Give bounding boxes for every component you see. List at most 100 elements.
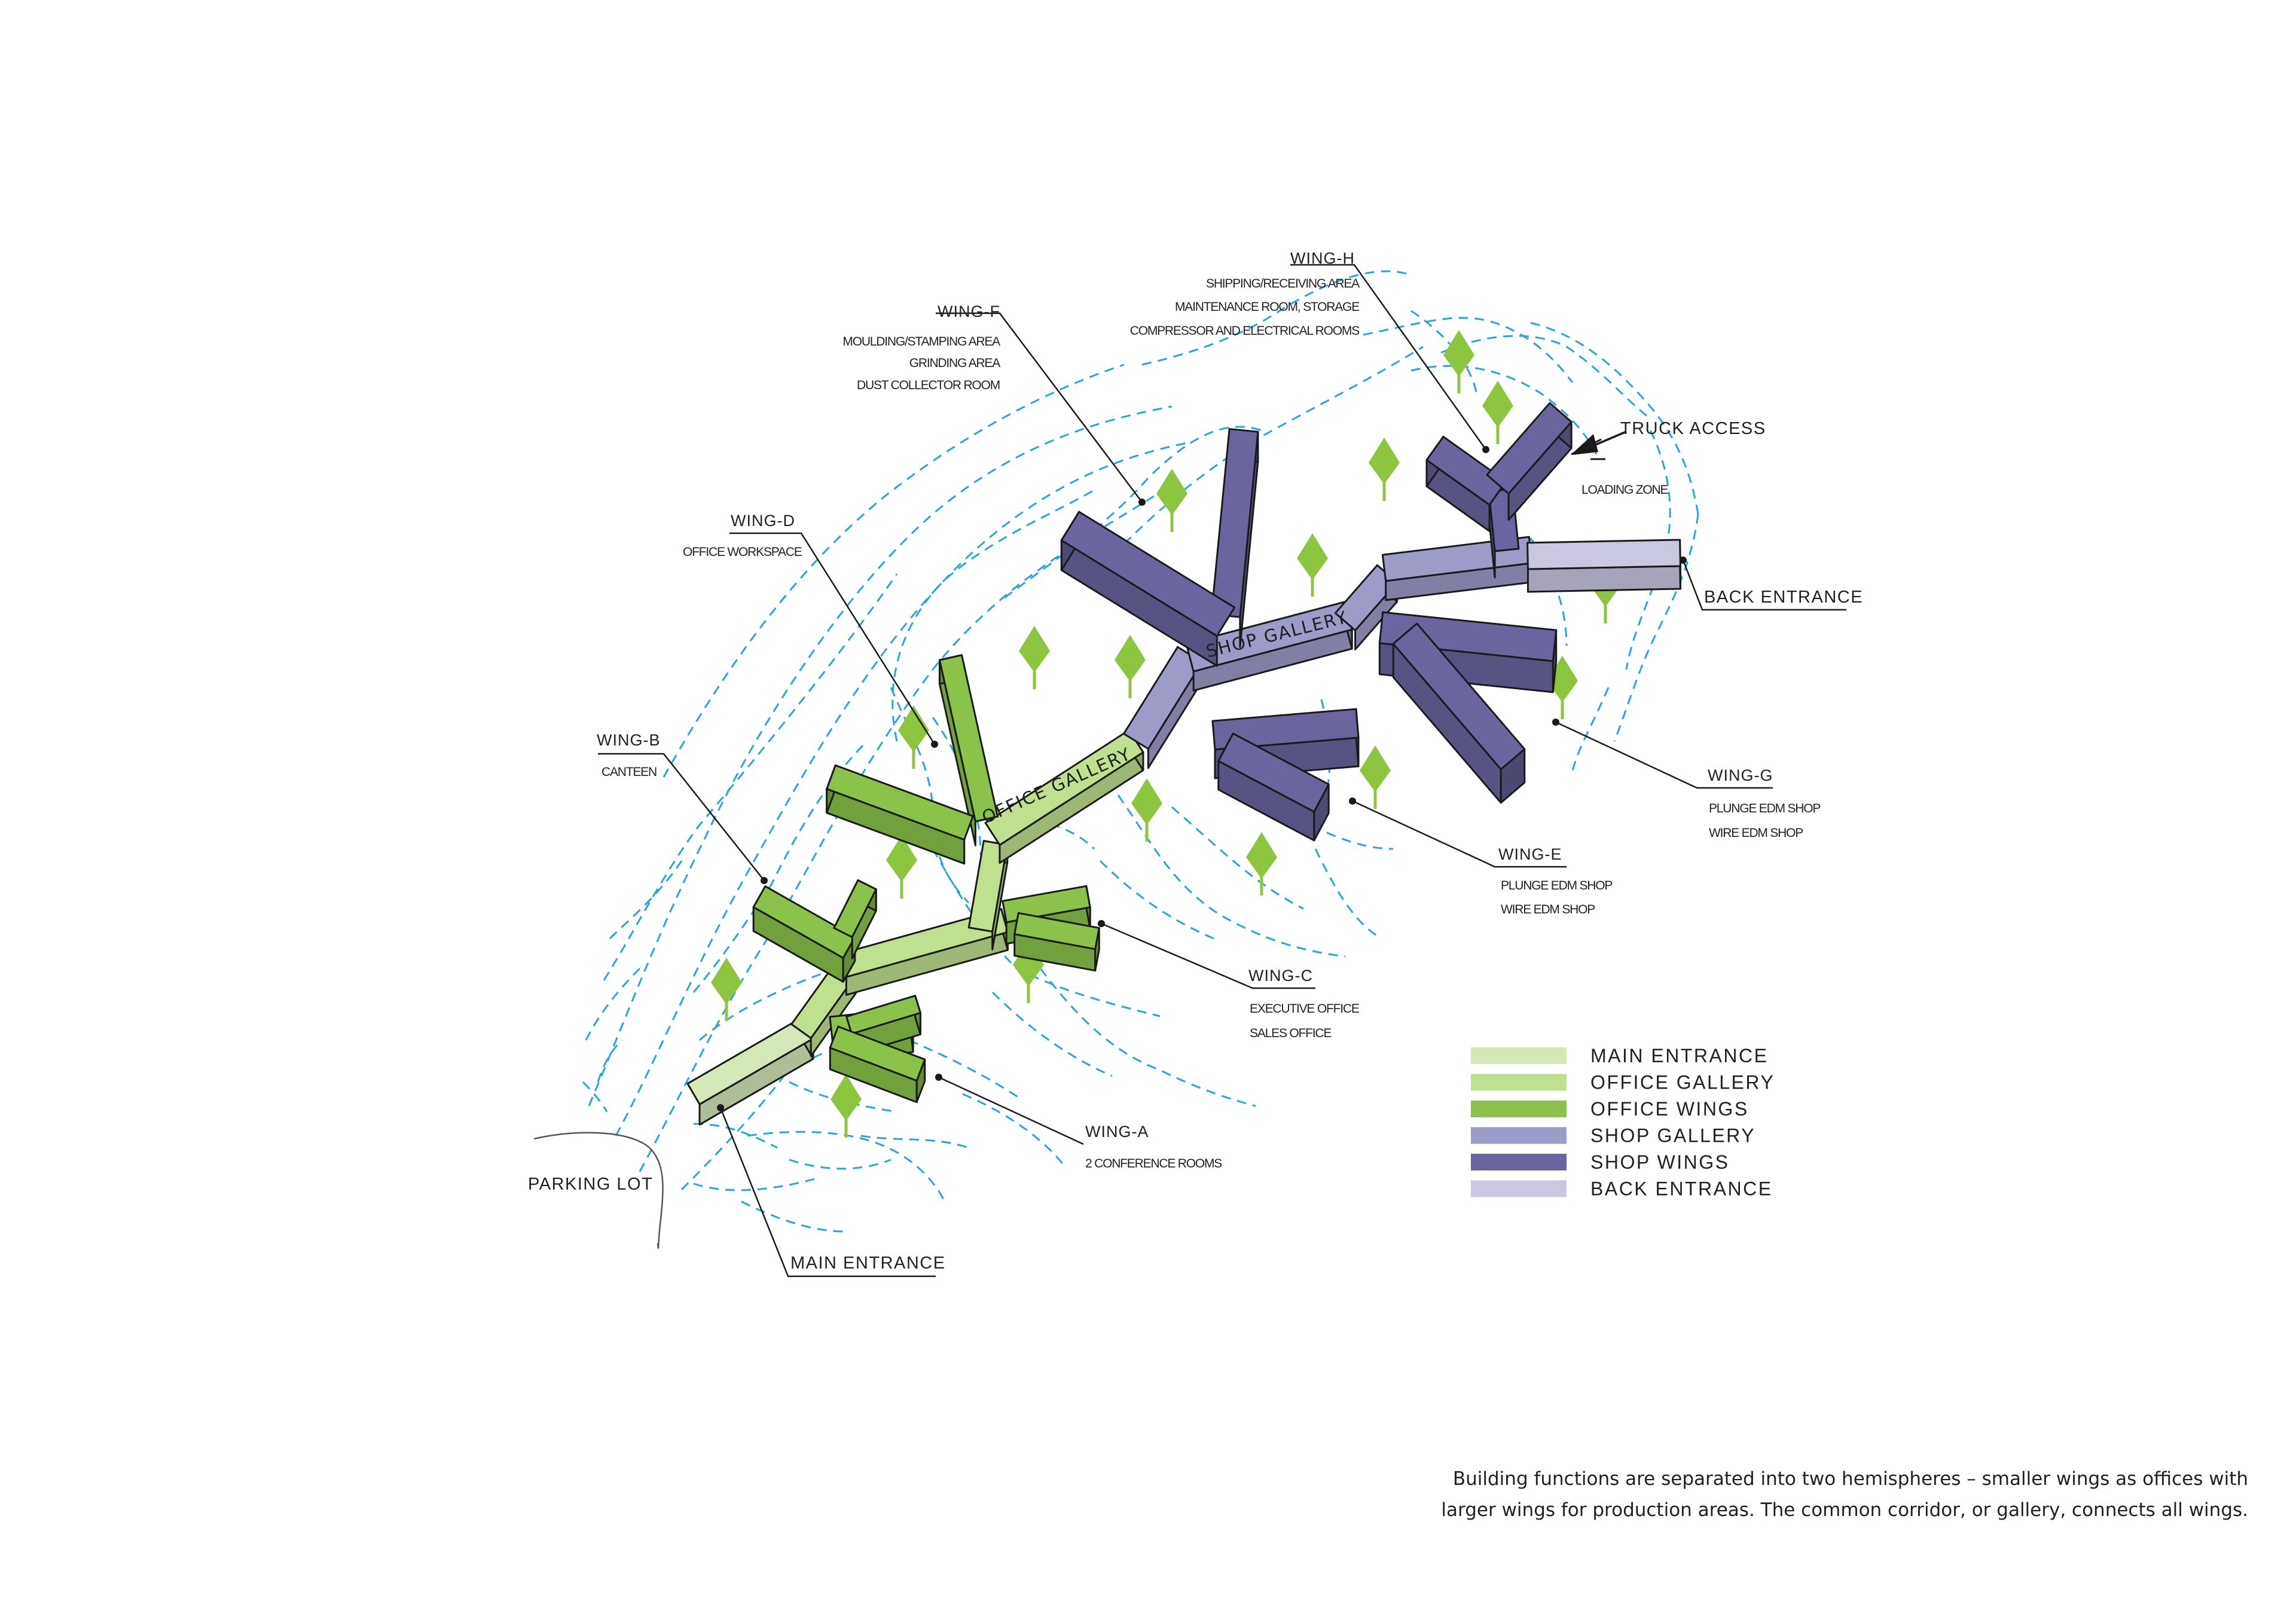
leader-dot [931,741,938,748]
contour-line [747,1130,946,1202]
wing-h-line-3: COMPRESSOR AND ELECTRICAL ROOMS [1130,324,1360,338]
wing-f-arm [1210,428,1259,648]
wing-f-arm [1060,511,1236,667]
contour-line [1004,426,1262,599]
wing-h-line-2: MAINTENANCE ROOM, STORAGE [1175,300,1360,314]
wing-a-title: WING-A [1085,1123,1149,1141]
truck-access-label: TRUCK ACCESS [1620,419,1766,438]
legend-item: SHOP WINGS [1471,1151,1728,1173]
wing-a-arm-top [829,1025,926,1082]
wing-b-arm [833,879,877,960]
leader-dot [1098,920,1105,927]
wing-f-arm-top [1060,511,1236,637]
legend-item: BACK ENTRANCE [1471,1178,1771,1200]
tree-icon [1547,656,1578,719]
contour-line [1297,818,1394,850]
contour-line [1039,968,1256,1107]
contour-line [615,441,1190,1136]
contour-line [908,1039,1023,1101]
legend-swatch [1471,1074,1567,1091]
wing-h-label: WING-H SHIPPING/RECEIVING AREA MAINTENAN… [1130,249,1361,338]
contour-line [1410,365,1598,455]
leader-dot [761,877,768,884]
wing-d-arm [938,654,999,846]
legend-swatch [1471,1101,1567,1117]
wing-f-line-3: DUST COLLECTOR ROOM [857,378,1000,392]
wing-e-line-2: WIRE EDM SHOP [1501,903,1595,916]
wing-b-title: WING-B [597,731,661,749]
legend-item: OFFICE WINGS [1471,1098,1749,1120]
tree-icon [1131,778,1162,842]
contour-line [1171,806,1304,910]
wing-h-arm [1425,435,1507,533]
contour-line [1440,335,1651,420]
wing-d-arm-top [938,654,999,823]
back-entrance-block-top [1526,539,1681,570]
wing-h-line-1: SHIPPING/RECEIVING AREA [1206,277,1360,291]
tree-icon [1297,533,1328,597]
wing-d-arm [826,764,974,865]
contour-line [1314,848,1382,940]
wing-a-label: WING-A 2 CONFERENCE ROOMS [1085,1123,1223,1170]
wing-c-arm-top [1013,912,1100,950]
legend-label: OFFICE WINGS [1590,1098,1749,1120]
wing-d-title: WING-D [731,512,795,530]
wing-f-title: WING-F [938,302,1000,320]
contour-line [662,363,1125,778]
wing-c-label: WING-C EXECUTIVE OFFICE SALES OFFICE [1248,967,1360,1040]
wing-c-leader [1101,922,1315,989]
legend-swatch [1471,1047,1567,1064]
wing-e-arm-top [1211,708,1360,751]
wing-c-line-2: SALES OFFICE [1250,1026,1332,1040]
contour-line [723,1051,826,1095]
legend-label: OFFICE GALLERY [1590,1072,1775,1093]
contour-line [597,1039,623,1083]
wing-f-label: WING-F MOULDING/STAMPING AREA GRINDING A… [842,302,1001,392]
wing-b-arm-top [833,879,877,939]
wing-g-arm-top [1378,611,1558,662]
wing-h-arm-top [1425,435,1507,506]
back-entrance-leader [1682,560,1846,611]
wing-d-line-1: OFFICE WORKSPACE [683,545,802,559]
wing-f-line-1: MOULDING/STAMPING AREA [842,335,1000,349]
office-gallery-segment-top [967,840,1009,933]
wing-b-line-1: CANTEEN [602,765,657,779]
caption: Building functions are separated into tw… [1339,1463,2248,1526]
caption-line-1: Building functions are separated into tw… [1452,1468,2248,1490]
main-entrance-block [686,1017,814,1126]
wing-e-arm-top [1217,732,1330,813]
contour-line [860,1135,969,1149]
legend-swatch [1471,1180,1567,1197]
wing-h-leader [1290,264,1487,450]
wing-b-label: WING-B CANTEEN [597,731,661,779]
parking-lot-road [533,1132,664,1249]
contour-line [1613,514,1699,742]
leader-dot [1552,719,1559,726]
wing-c-title: WING-C [1248,967,1313,985]
wing-g-leader [1555,721,1773,789]
wing-g-line-1: PLUNGE EDM SHOP [1709,802,1820,815]
contour-line [699,967,838,1041]
office-gallery-segment [967,840,1009,950]
main-entrance-label: MAIN ENTRANCE [790,1254,946,1273]
tree-icon [1482,381,1513,444]
wing-a-leader [938,1076,1084,1145]
wing-e-line-1: PLUNGE EDM SHOP [1501,879,1612,893]
contour-line [1117,794,1346,958]
shop-gallery-segment-top [1334,564,1399,631]
leader-dots [717,446,1687,1111]
contour-line [582,1081,608,1112]
leader-dot [1349,797,1356,805]
contour-line [962,1093,1065,1166]
wing-e-arm [1217,732,1330,842]
leader-dot [717,1104,724,1111]
wing-e-title: WING-E [1498,845,1562,863]
wing-g-arm [1392,622,1526,804]
contour-line [693,1176,820,1191]
wing-f-line-2: GRINDING AREA [909,356,1000,370]
callout-leader-lines [598,264,1846,1277]
tree-icon [1115,635,1146,698]
wing-a-line-1: 2 CONFERENCE ROOMS [1085,1157,1222,1170]
contour-line [1141,270,1412,366]
